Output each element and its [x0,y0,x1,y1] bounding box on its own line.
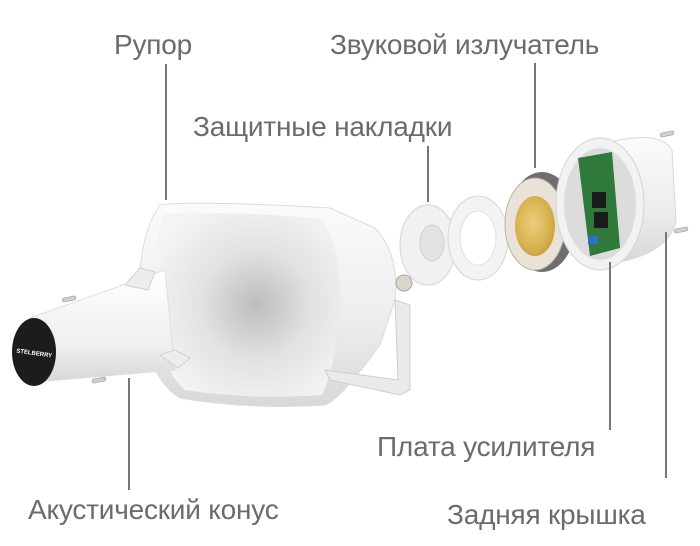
leader-rear-cover [665,232,667,478]
leader-driver [534,63,536,168]
protective-covers-part [399,195,509,286]
label-rear-cover: Задняя крышка [447,499,646,530]
screws [61,130,689,384]
leader-protective-covers [427,146,429,202]
rear-cover-part [555,137,677,271]
leader-amplifier-board [609,262,611,430]
leader-acoustic-cone [128,378,130,490]
label-protective-covers: Защитные накладки [193,111,453,142]
label-acoustic-cone: Акустический конус [28,494,279,525]
label-amplifier-board: Плата усилителя [377,431,596,462]
horn-part [138,202,413,407]
label-horn: Рупор [114,29,192,60]
leader-horn [165,64,167,200]
acoustic-cone-part: STELBERRY [12,267,191,386]
brand-cap [12,318,56,386]
label-driver: Звуковой излучатель [330,29,600,60]
brand-mark-text: STELBERRY [16,349,53,360]
